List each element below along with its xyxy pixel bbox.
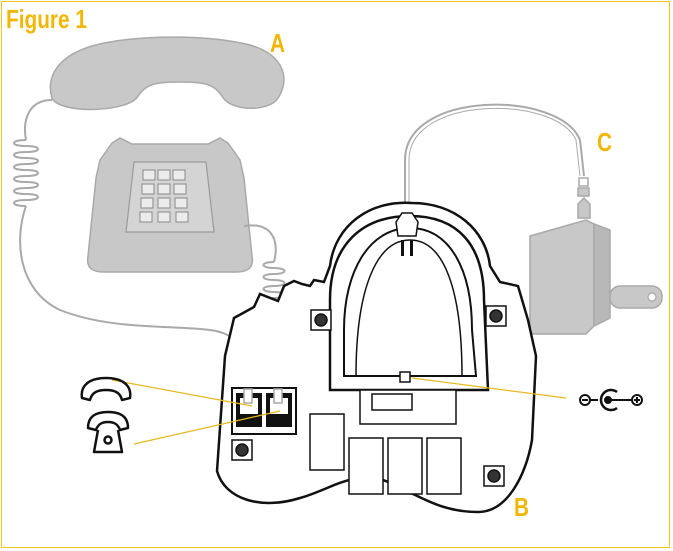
callout-b: B bbox=[514, 492, 530, 522]
handset-icon bbox=[80, 376, 132, 402]
telephone-base bbox=[86, 137, 254, 273]
figure-title: Figure 1 bbox=[6, 4, 87, 34]
leader-lines bbox=[111, 377, 567, 445]
modular-jacks bbox=[231, 387, 297, 435]
telephone-icon bbox=[86, 410, 130, 454]
mounting-screw bbox=[231, 305, 507, 487]
keypad bbox=[139, 169, 189, 223]
handset bbox=[49, 36, 285, 111]
callout-c: C bbox=[597, 127, 613, 157]
base-unit bbox=[215, 201, 538, 514]
dc-polarity-icon bbox=[579, 388, 643, 412]
power-cable bbox=[404, 103, 585, 375]
callout-a: A bbox=[270, 28, 286, 58]
power-adapter bbox=[529, 177, 663, 335]
